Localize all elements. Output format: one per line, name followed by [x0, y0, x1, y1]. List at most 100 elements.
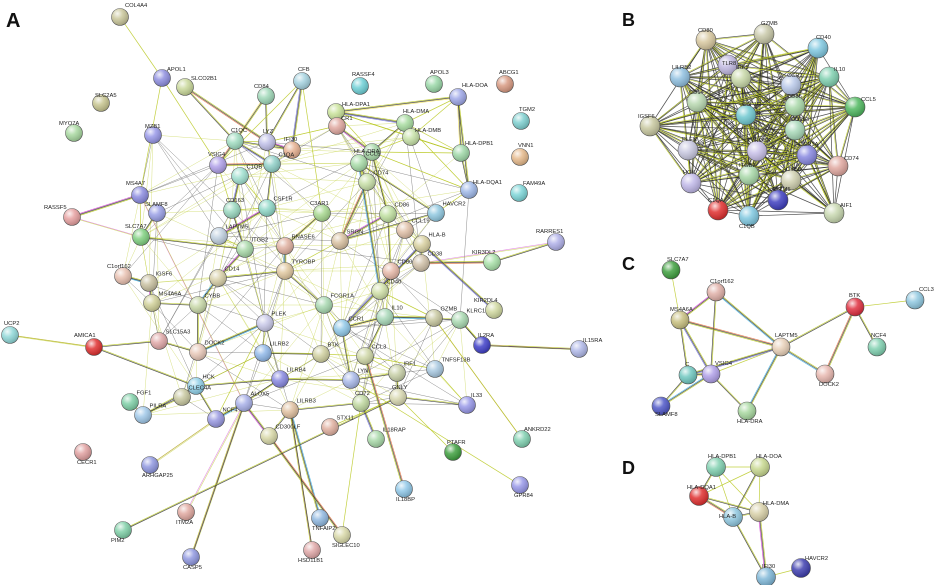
network-edge: [219, 208, 268, 238]
network-edge: [72, 195, 141, 219]
node-gloss: [293, 72, 311, 90]
node-label: LAPTM5: [775, 333, 798, 339]
network-edge: [649, 84, 791, 126]
network-node: HLA-DPB1: [452, 141, 493, 162]
node-gloss: [187, 377, 205, 395]
network-edge: [140, 236, 199, 306]
network-edge: [142, 378, 281, 416]
node-gloss: [426, 360, 444, 378]
network-node: HAVCR2: [791, 556, 828, 578]
node-label: GZMB: [441, 307, 458, 313]
node-label: CD38: [428, 252, 443, 258]
network-edge: [679, 320, 781, 349]
network-edge: [650, 125, 808, 155]
node-label: MS4A6A: [159, 292, 182, 298]
network-node: LAPTM5: [771, 333, 798, 357]
network-edge: [365, 355, 406, 489]
network-node: LYZ: [258, 129, 276, 151]
network-edge: [264, 270, 286, 324]
network-edge: [678, 320, 711, 375]
network-node: IGSF6: [140, 272, 173, 292]
node-label: CD40: [816, 35, 831, 41]
network-edge: [691, 115, 747, 184]
network-edge: [271, 125, 338, 165]
network-edge: [217, 80, 303, 166]
network-node: C1orf162: [107, 264, 132, 285]
network-edge: [284, 229, 406, 272]
network-edge: [649, 125, 796, 131]
network-node: HLA-DPB1: [706, 454, 736, 477]
network-edge: [158, 304, 199, 342]
network-edge: [234, 140, 246, 250]
node-gloss: [140, 274, 158, 292]
network-edge: [687, 150, 749, 217]
network-edge: [698, 466, 761, 497]
network-edge: [718, 107, 856, 211]
network-edge: [284, 243, 423, 247]
node-label: CCR1: [787, 73, 803, 79]
network-edge: [321, 212, 389, 215]
network-edge: [824, 306, 856, 375]
network-edge: [218, 271, 286, 279]
node-label: CCR1: [349, 317, 365, 323]
network-edge: [687, 77, 742, 151]
network-node: IL33: [458, 393, 482, 414]
network-edge: [660, 372, 711, 406]
node-label: IL18BP: [396, 497, 415, 503]
network-edge: [680, 48, 819, 78]
node-gloss: [689, 486, 709, 506]
node-gloss: [425, 75, 443, 93]
network-node: CCR1: [780, 73, 803, 96]
network-node: TNFSF13B: [426, 358, 471, 378]
node-gloss: [207, 410, 225, 428]
network-edge: [717, 154, 807, 210]
node-gloss: [756, 567, 776, 585]
network-edge: [741, 77, 808, 155]
network-edge: [262, 353, 321, 355]
network-node: KIR2DL4: [474, 298, 503, 319]
network-node: TLR8: [717, 54, 739, 76]
node-gloss: [413, 235, 431, 253]
node-gloss: [425, 309, 443, 327]
network-edge: [825, 307, 857, 375]
node-gloss: [483, 253, 501, 271]
network-edge: [93, 347, 196, 387]
node-label: CD74: [844, 156, 860, 162]
network-edge: [794, 106, 855, 130]
network-node: IL10: [818, 66, 845, 88]
node-label: C1QC: [231, 128, 247, 134]
network-edge: [197, 277, 219, 353]
network-edge: [854, 299, 916, 308]
node-gloss: [828, 156, 848, 176]
node-gloss: [189, 296, 207, 314]
network-node: HLA-DOA: [449, 83, 488, 106]
network-edge: [191, 403, 246, 558]
network-node: CD163: [784, 117, 809, 141]
network-node: MS4A6A: [670, 307, 693, 330]
node-label: SLC7A7: [125, 224, 147, 230]
node-label: SLC15A3: [166, 330, 191, 336]
network-edge: [279, 372, 398, 380]
node-gloss: [182, 548, 200, 566]
node-gloss: [356, 347, 374, 365]
network-edge: [371, 151, 389, 215]
node-label: CD84: [254, 84, 270, 90]
node-gloss: [785, 96, 805, 116]
node-gloss: [707, 283, 725, 301]
panel-a-network: COL4A4APOL1SLCO2B1SLC2A5MZB1MYO7ACD84CFB…: [1, 3, 602, 571]
node-label: IL10: [392, 306, 403, 312]
network-edge: [151, 270, 286, 304]
network-edge: [459, 319, 468, 406]
node-gloss: [1, 326, 19, 344]
network-edge: [715, 291, 782, 348]
node-gloss: [451, 311, 469, 329]
network-edge: [687, 149, 835, 214]
node-gloss: [513, 430, 531, 448]
node-gloss: [791, 558, 811, 578]
node-label: HLA-DRA: [354, 149, 380, 155]
node-label: GPR84: [514, 493, 534, 499]
node-label: IRF1: [404, 362, 417, 368]
node-label: IGSF6: [156, 272, 173, 278]
node-gloss: [511, 148, 529, 166]
